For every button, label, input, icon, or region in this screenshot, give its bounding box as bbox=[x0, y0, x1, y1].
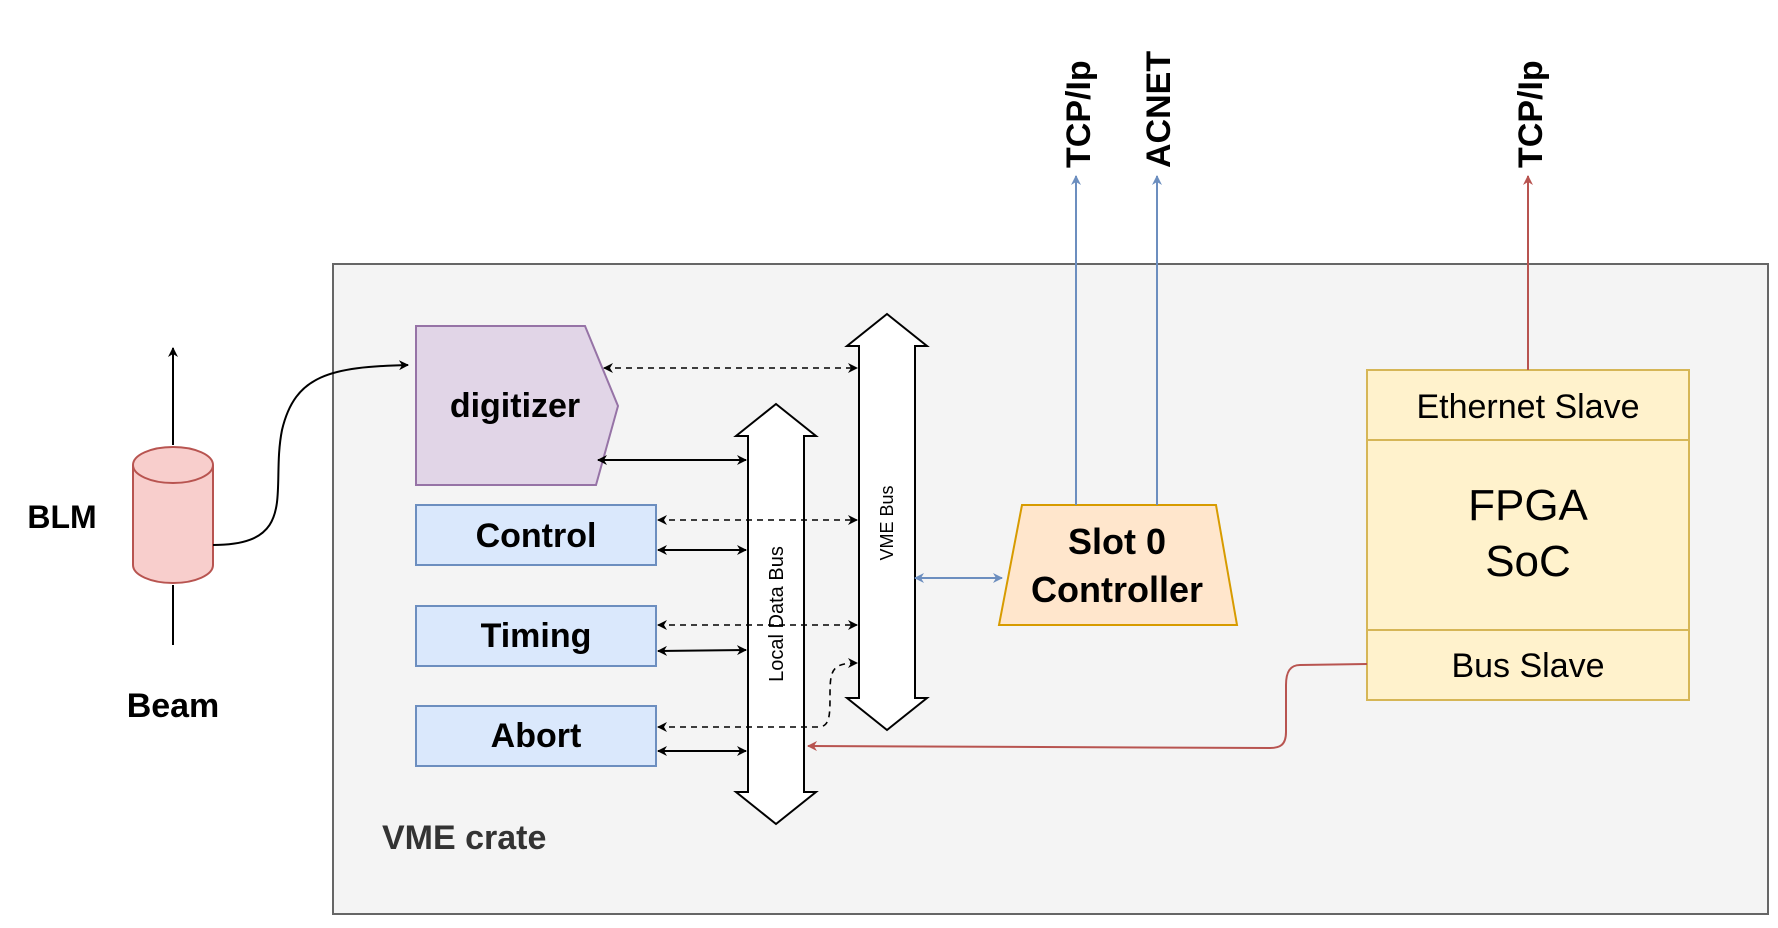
vme-bus bbox=[844, 312, 930, 732]
digitizer-block bbox=[415, 325, 620, 486]
timing-label: Timing bbox=[481, 617, 592, 655]
beam-label: Beam bbox=[127, 687, 220, 725]
bus-slave-label: Bus Slave bbox=[1451, 647, 1604, 685]
blm-cylinder bbox=[132, 446, 214, 584]
abort-label: Abort bbox=[491, 717, 582, 755]
ethernet-slave-label: Ethernet Slave bbox=[1416, 388, 1639, 426]
abort-vme-link bbox=[657, 658, 858, 732]
control-module bbox=[415, 504, 657, 566]
fpga-soc-block bbox=[1366, 369, 1690, 701]
blm-label: BLM bbox=[27, 499, 96, 535]
blm-to-digitizer-connector bbox=[212, 360, 409, 546]
digitizer-label: digitizer bbox=[450, 387, 580, 425]
abort-module bbox=[415, 705, 657, 767]
local-data-bus-label: Local Data Bus bbox=[766, 546, 788, 682]
tcpip-label-1: TCP/Ip bbox=[1060, 60, 1098, 168]
bus-slave-local-link bbox=[807, 663, 1368, 752]
vme-bus-label: VME Bus bbox=[877, 485, 897, 560]
acnet-label: ACNET bbox=[1140, 51, 1178, 168]
vme-crate-label: VME crate bbox=[382, 819, 546, 857]
fpga-label-line1: FPGA bbox=[1468, 481, 1588, 530]
tcpip-label-2: TCP/Ip bbox=[1512, 60, 1550, 168]
slot0-controller bbox=[997, 504, 1239, 626]
timing-module bbox=[415, 605, 657, 667]
control-label: Control bbox=[476, 517, 597, 555]
timing-local-link bbox=[657, 645, 747, 656]
slot0-label-line2: Controller bbox=[1031, 569, 1203, 610]
fpga-label-line2: SoC bbox=[1485, 537, 1571, 586]
slot0-label-line1: Slot 0 bbox=[1068, 521, 1166, 562]
